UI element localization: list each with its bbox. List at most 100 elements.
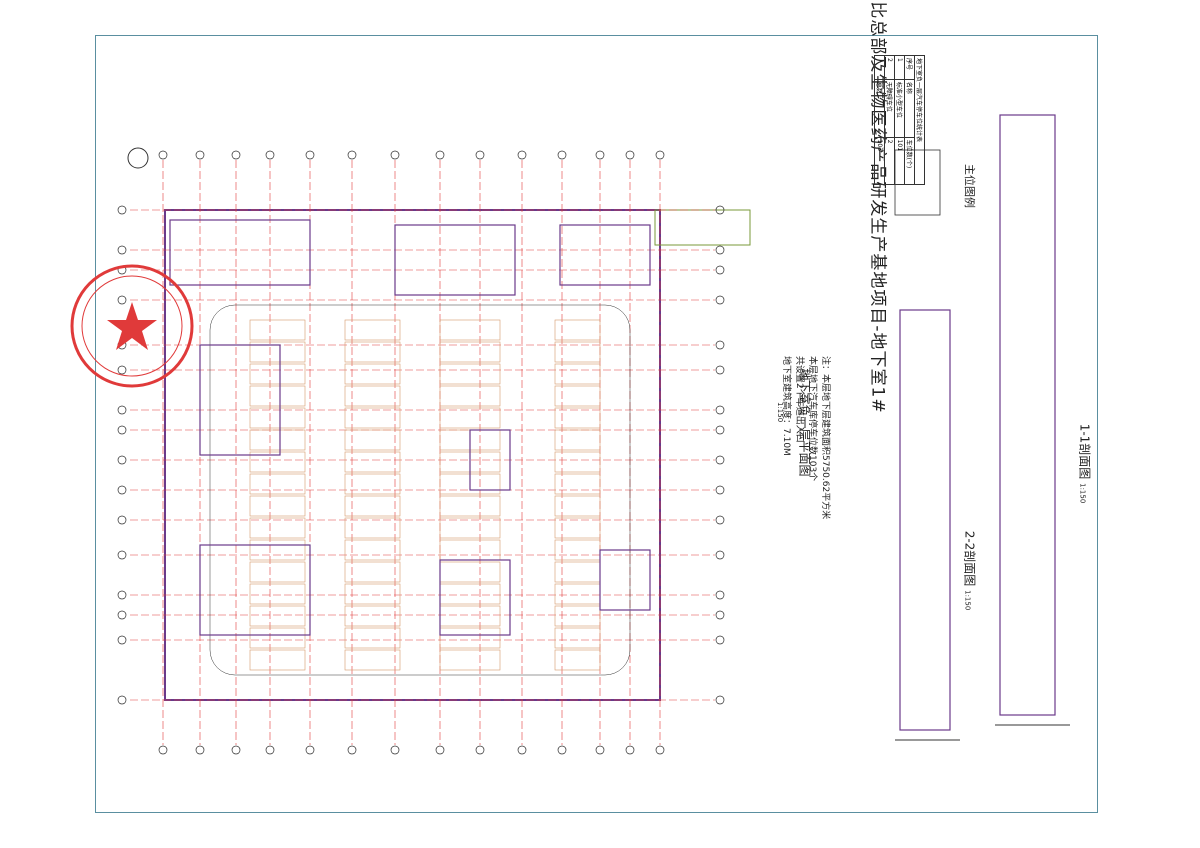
grid-bubble xyxy=(158,150,168,160)
grid-bubble xyxy=(347,150,357,160)
grid-bubble xyxy=(117,550,127,560)
note-line: 共设置2个车道出入口 xyxy=(794,356,804,443)
grid-bubble xyxy=(305,150,315,160)
grid-bubble xyxy=(715,590,725,600)
plan-notes: 注：本层地下层建筑面积5750.62平方米 本层地下汽车库停车位数103个 共设… xyxy=(779,356,831,556)
grid-bubble xyxy=(715,245,725,255)
stat-cell: 2 xyxy=(884,55,895,80)
parking-stat-table: 地下室负一层汽车停车位统计表 序号 名称 车位数(个) 1 标准小型车位 101… xyxy=(874,55,925,185)
parking-bay xyxy=(344,385,401,407)
stat-cell: 1 xyxy=(894,55,905,80)
grid-bubble xyxy=(715,340,725,350)
parking-bay xyxy=(344,627,401,649)
parking-bay xyxy=(554,363,601,385)
grid-bubble xyxy=(231,745,241,755)
grid-bubble xyxy=(390,150,400,160)
parking-bay xyxy=(439,649,501,671)
parking-bay xyxy=(554,495,601,517)
grid-bubble xyxy=(117,365,127,375)
stat-table-title: 地下室负一层汽车停车位统计表 xyxy=(914,55,925,185)
parking-bay xyxy=(554,517,601,539)
grid-bubble xyxy=(117,485,127,495)
grid-bubble xyxy=(117,610,127,620)
parking-bay xyxy=(439,627,501,649)
note-line: 地下室建筑高度：7.10M xyxy=(781,356,791,456)
parking-bay xyxy=(554,649,601,671)
grid-bubble xyxy=(715,610,725,620)
core-room xyxy=(394,224,516,296)
parking-bay xyxy=(344,605,401,627)
grid-bubble xyxy=(715,550,725,560)
key-plan-label: 主位图例 xyxy=(963,164,976,208)
section-2-2-title: 2-2剖面图 1:150 xyxy=(962,526,979,616)
parking-bay xyxy=(554,627,601,649)
red-seal-stamp xyxy=(70,264,194,388)
grid-bubble xyxy=(625,150,635,160)
parking-bay xyxy=(554,385,601,407)
parking-bay xyxy=(439,561,501,583)
grid-bubble xyxy=(117,635,127,645)
note-line: 注：本层地下层建筑面积5750.62平方米 xyxy=(820,356,830,520)
parking-bay xyxy=(439,407,501,429)
grid-bubble xyxy=(715,295,725,305)
parking-bay xyxy=(249,473,306,495)
parking-bay xyxy=(249,429,306,451)
grid-bubble xyxy=(117,590,127,600)
parking-bay xyxy=(344,319,401,341)
stat-header: 车位数(个) xyxy=(904,137,915,185)
parking-bay xyxy=(554,451,601,473)
core-room xyxy=(469,429,511,491)
parking-bay xyxy=(554,319,601,341)
ramp-outline xyxy=(654,209,751,246)
parking-bay xyxy=(344,561,401,583)
grid-bubble xyxy=(715,365,725,375)
grid-bubble xyxy=(517,745,527,755)
parking-bay xyxy=(439,319,501,341)
parking-bay xyxy=(344,583,401,605)
core-room xyxy=(439,559,511,636)
parking-bay xyxy=(344,363,401,385)
grid-bubble xyxy=(117,205,127,215)
north-arrow-icon xyxy=(127,147,149,169)
grid-bubble xyxy=(435,150,445,160)
parking-bay xyxy=(344,429,401,451)
grid-bubble xyxy=(265,745,275,755)
grid-bubble xyxy=(117,695,127,705)
parking-bay xyxy=(249,495,306,517)
grid-bubble xyxy=(715,695,725,705)
grid-bubble xyxy=(117,455,127,465)
parking-bay xyxy=(439,385,501,407)
grid-bubble xyxy=(305,745,315,755)
parking-bay xyxy=(344,517,401,539)
grid-bubble xyxy=(117,405,127,415)
parking-bay xyxy=(439,539,501,561)
parking-bay xyxy=(554,429,601,451)
parking-bay xyxy=(249,319,306,341)
grid-bubble xyxy=(595,745,605,755)
grid-bubble xyxy=(655,745,665,755)
grid-bubble xyxy=(715,425,725,435)
grid-bubble xyxy=(595,150,605,160)
parking-bay xyxy=(344,649,401,671)
parking-bay xyxy=(344,451,401,473)
key-plan-box xyxy=(894,149,941,216)
grid-bubble xyxy=(625,745,635,755)
parking-bay xyxy=(249,627,306,649)
core-room xyxy=(199,544,311,636)
parking-bay xyxy=(249,385,306,407)
stat-cell: 103 xyxy=(874,137,885,185)
stat-cell: 无障碍车位 xyxy=(884,79,895,138)
grid-bubble xyxy=(117,245,127,255)
parking-bay xyxy=(439,605,501,627)
parking-bay xyxy=(344,407,401,429)
parking-bay xyxy=(439,583,501,605)
grid-bubble xyxy=(390,745,400,755)
parking-bay xyxy=(554,407,601,429)
parking-bay xyxy=(439,517,501,539)
grid-bubble xyxy=(715,485,725,495)
grid-bubble xyxy=(557,745,567,755)
parking-bay xyxy=(249,407,306,429)
grid-bubble xyxy=(195,745,205,755)
parking-bay xyxy=(249,561,306,583)
